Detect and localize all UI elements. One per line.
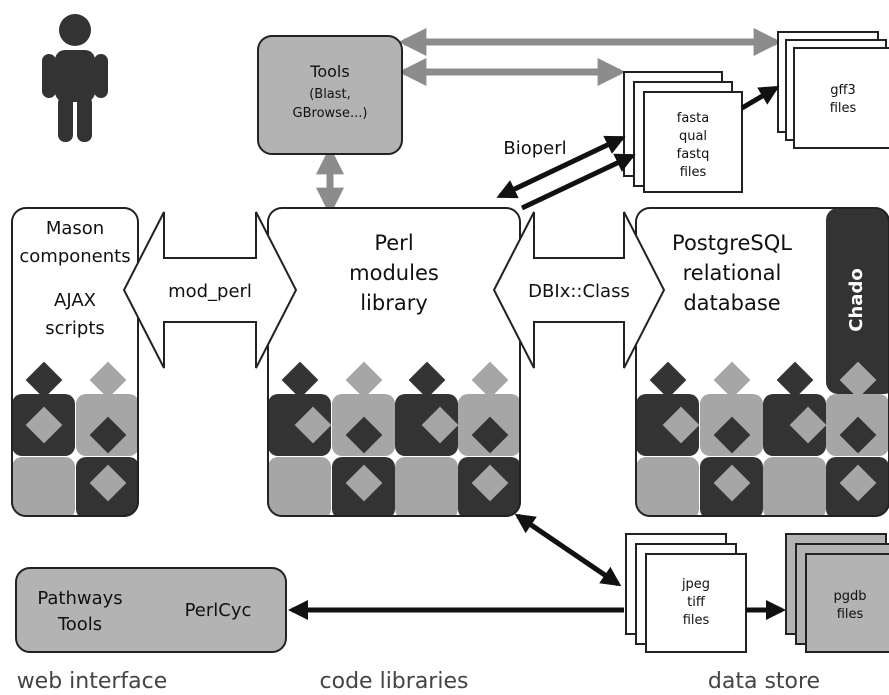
jpeg-files-stack: jpeg tiff files [625, 533, 747, 653]
jpeg-line3: files [683, 613, 710, 628]
fasta-line3: fastq [677, 147, 710, 162]
fasta-files-stack: fasta qual fastq files [623, 71, 743, 193]
mason-line3: AJAX [54, 290, 96, 311]
perl-line3: library [360, 291, 428, 315]
perl-modules-box: Perl modules library [267, 207, 521, 517]
postgresql-box: PostgreSQL relational database Chado [635, 207, 889, 517]
pathways-box: Pathways Tools PerlCyc [15, 567, 287, 653]
perl-jpeg-arrow [514, 513, 622, 587]
pgdb-files-stack: pgdb files [785, 533, 889, 653]
pathways-line2: Tools [57, 614, 102, 635]
jpeg-line2: tiff [687, 595, 706, 610]
tools-subtitle-2: GBrowse...) [293, 106, 368, 121]
mason-line1: Mason [46, 218, 104, 239]
mod-perl-connector: mod_perl [122, 211, 298, 369]
postgres-line3: database [683, 291, 780, 315]
tools-box: Tools (Blast, GBrowse...) [257, 35, 403, 155]
mason-line4: scripts [45, 318, 105, 339]
label-web-interface: web interface [17, 669, 168, 694]
bioperl-arrow-down [520, 153, 636, 211]
perl-line1: Perl [374, 231, 413, 255]
chado-bar [826, 208, 889, 394]
dbix-connector: DBIx::Class [492, 211, 666, 369]
pathways-line1: Pathways [37, 588, 122, 609]
label-data-store: data store [708, 669, 820, 694]
perl-line2: modules [349, 261, 439, 285]
bioperl-label: Bioperl [503, 138, 566, 159]
mason-box: Mason components AJAX scripts [11, 207, 139, 517]
pgdb-line1: pgdb [833, 589, 866, 604]
fasta-line4: files [680, 165, 707, 180]
fasta-line1: fasta [677, 111, 709, 126]
postgres-line1: PostgreSQL [672, 231, 792, 255]
perlcyc-label: PerlCyc [185, 600, 252, 621]
mason-line2: components [19, 246, 130, 267]
jpeg-line1: jpeg [681, 577, 710, 592]
dbix-label: DBIx::Class [528, 281, 630, 302]
pgdb-line2: files [837, 607, 864, 622]
gff3-line1: gff3 [830, 83, 855, 98]
gff3-files-stack: gff3 files [777, 31, 889, 149]
bioperl-arrow-up [496, 135, 626, 199]
fasta-gff3-arrow [740, 85, 780, 111]
postgres-line2: relational [683, 261, 782, 285]
label-code-libraries: code libraries [320, 669, 469, 694]
tools-subtitle-1: (Blast, [309, 87, 351, 102]
fasta-line2: qual [679, 129, 707, 144]
gff3-line2: files [830, 101, 857, 116]
tools-title: Tools [309, 62, 349, 81]
user-icon [42, 14, 108, 142]
mod-perl-label: mod_perl [168, 281, 252, 302]
chado-label: Chado [846, 268, 867, 331]
